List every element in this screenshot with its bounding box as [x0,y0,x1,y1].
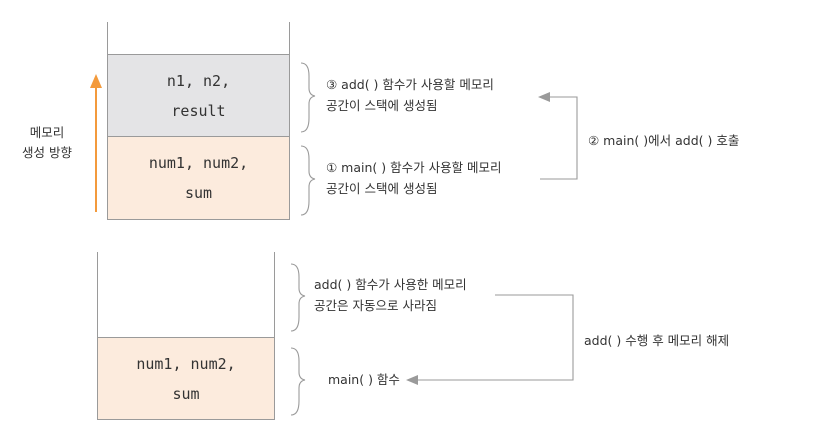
add-stack-frame: n1, n2, result [107,54,290,137]
bottom-stack-left-wall [97,252,98,338]
call-arrowhead [538,92,550,102]
memory-direction-label: 메모리 생성 방향 [22,125,72,160]
release-arrowhead [406,375,418,385]
main-calls-add-label: ② main( )에서 add( ) 호출 [588,133,740,148]
bottom-main-stack-frame: num1, num2, sum [97,337,275,420]
top-stack-right-wall [289,22,290,55]
freed-brace [290,263,306,332]
memory-release-label: add( ) 수행 후 메모리 해제 [584,333,730,348]
release-connector [418,294,574,381]
bottom-stack-right-wall [274,252,275,338]
add-frame-brace [300,62,316,133]
main-stack-frame: num1, num2, sum [107,136,290,220]
main-frame-created-label: ① main( ) 함수가 사용할 메모리 공간이 스택에 생성됨 [326,160,502,196]
main-brace [290,347,306,416]
top-stack-left-wall [107,22,108,55]
main-frame-brace [300,145,316,216]
memory-freed-label: add( ) 함수가 사용한 메모리 공간은 자동으로 사라짐 [314,277,467,313]
add-frame-created-label: ③ add( ) 함수가 사용할 메모리 공간이 스택에 생성됨 [326,77,494,113]
main-function-label: main( ) 함수 [328,372,400,387]
call-connector [540,96,578,180]
